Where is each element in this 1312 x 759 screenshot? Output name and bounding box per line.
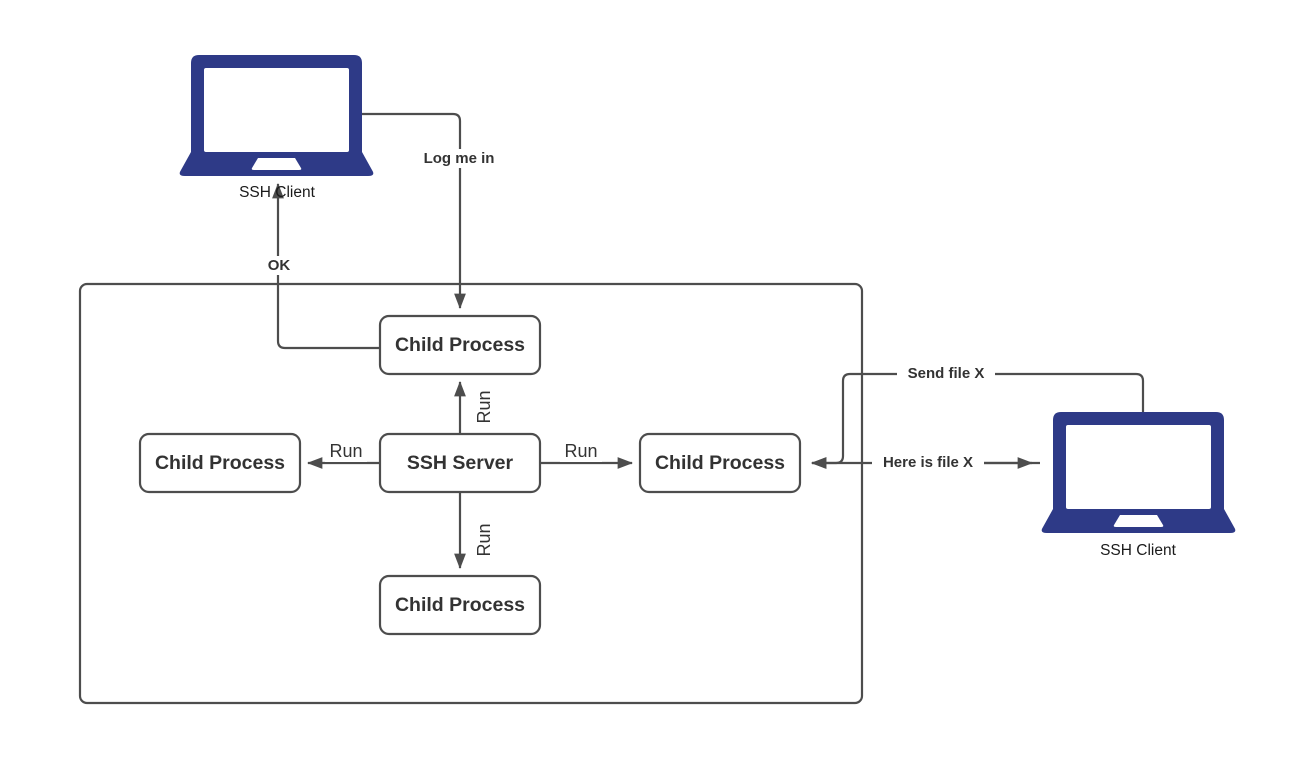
client-left-caption: SSH Client xyxy=(239,184,315,201)
edge-label-send-file-x: Send file X xyxy=(897,365,995,384)
connector-send-file-x xyxy=(810,372,1145,469)
ok-text: OK xyxy=(268,257,291,274)
send-file-x-text: Send file X xyxy=(908,365,985,382)
edge-label-ok: OK xyxy=(262,256,296,275)
child-right-box[interactable] xyxy=(638,432,802,494)
node-ssh-server[interactable]: SSH Server xyxy=(378,432,542,494)
node-child-top[interactable]: Child Process xyxy=(378,314,542,376)
child-bottom-label: Child Process xyxy=(395,594,525,616)
child-top-label: Child Process xyxy=(395,334,525,356)
laptop-icon-right xyxy=(1041,412,1236,533)
edge-label-run-left: Run xyxy=(325,441,367,462)
run-right-text: Run xyxy=(564,441,597,461)
child-top-box[interactable] xyxy=(378,314,542,376)
edge-label-log-me-in: Log me in xyxy=(416,149,502,168)
ssh-server-label: SSH Server xyxy=(407,452,514,474)
edge-label-run-down: Run xyxy=(474,518,495,562)
log-me-in-text: Log me in xyxy=(424,150,495,167)
edge-label-run-up: Run xyxy=(474,385,495,429)
run-left-text: Run xyxy=(329,441,362,461)
connector-log-me-in xyxy=(358,112,466,310)
server-host-boundary xyxy=(78,282,864,705)
child-left-label: Child Process xyxy=(155,452,285,474)
node-client-right[interactable]: SSH Client xyxy=(1041,412,1236,559)
node-child-right[interactable]: Child Process xyxy=(638,432,802,494)
client-right-caption: SSH Client xyxy=(1100,542,1176,559)
node-child-bottom[interactable]: Child Process xyxy=(378,574,542,636)
child-left-box[interactable] xyxy=(138,432,302,494)
run-down-text: Run xyxy=(474,523,494,556)
here-is-file-x-text: Here is file X xyxy=(883,454,973,471)
node-client-left[interactable]: SSH Client xyxy=(179,55,374,201)
server-host-container xyxy=(78,282,864,705)
child-bottom-box[interactable] xyxy=(378,574,542,636)
ssh-server-box[interactable] xyxy=(378,432,542,494)
edge-label-here-is-file-x: Here is file X xyxy=(872,454,984,473)
child-right-label: Child Process xyxy=(655,452,785,474)
node-child-left[interactable]: Child Process xyxy=(138,432,302,494)
laptop-icon-left xyxy=(179,55,374,176)
edge-label-run-right: Run xyxy=(560,441,602,462)
run-up-text: Run xyxy=(474,390,494,423)
connector-ok xyxy=(272,182,380,350)
